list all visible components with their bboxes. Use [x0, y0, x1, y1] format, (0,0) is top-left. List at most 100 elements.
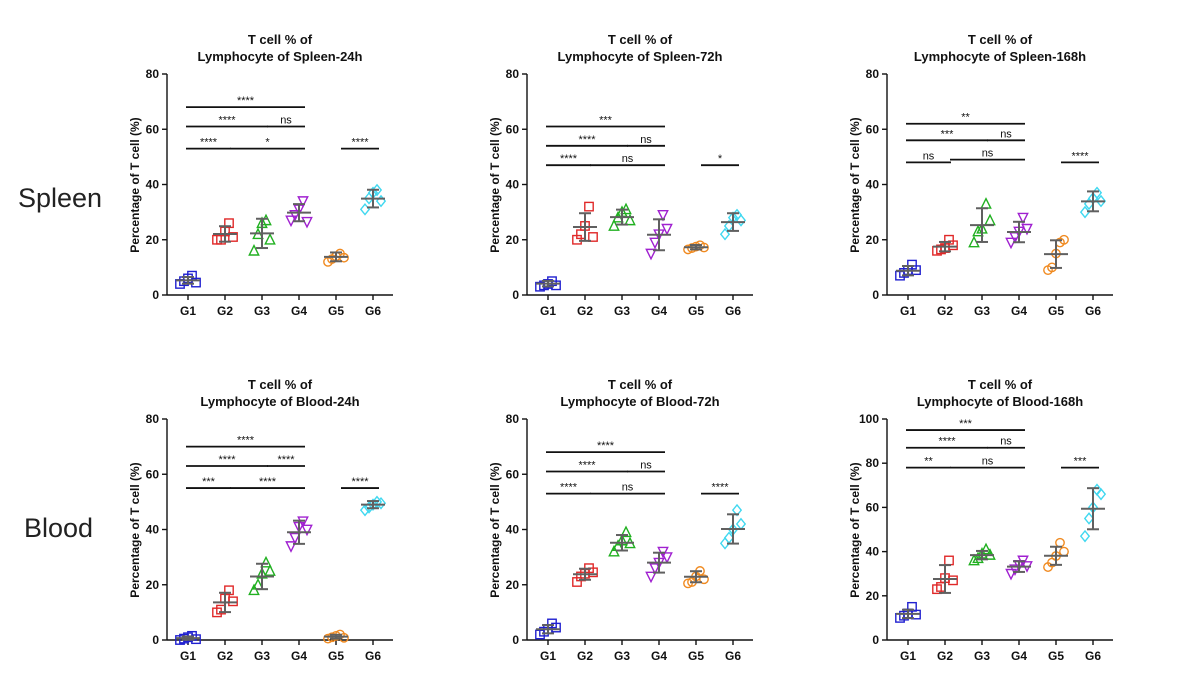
data-point — [224, 585, 234, 596]
significance-label: *** — [941, 128, 955, 140]
significance-label: **** — [237, 435, 255, 447]
x-tick-label: G1 — [900, 304, 916, 318]
data-point — [980, 542, 992, 555]
y-tick-label: 0 — [872, 633, 879, 647]
y-tick-label: 80 — [506, 67, 520, 81]
y-tick-label: 80 — [866, 456, 880, 470]
y-tick-label: 80 — [146, 67, 160, 81]
significance-label: ns — [1000, 436, 1012, 448]
y-tick-label: 20 — [866, 233, 880, 247]
data-point — [944, 555, 954, 566]
y-tick-label: 0 — [872, 288, 879, 302]
significance-label: **** — [200, 137, 218, 149]
x-tick-label: G1 — [180, 304, 196, 318]
x-tick-label: G6 — [1085, 304, 1101, 318]
data-point — [661, 223, 673, 236]
x-tick-label: G1 — [540, 649, 556, 663]
significance-label: ns — [280, 114, 292, 126]
x-tick-label: G5 — [1048, 304, 1064, 318]
y-tick-label: 40 — [506, 178, 520, 192]
data-point — [699, 574, 709, 585]
significance-label: **** — [218, 114, 236, 126]
data-point — [1005, 568, 1017, 581]
data-point — [297, 196, 309, 208]
data-point — [1095, 487, 1107, 501]
significance-label: **** — [351, 476, 369, 488]
data-point — [719, 227, 731, 241]
y-tick-label: 60 — [506, 122, 520, 136]
x-tick-label: G2 — [217, 304, 233, 318]
y-tick-label: 40 — [146, 523, 160, 537]
significance-label: **** — [237, 95, 255, 107]
data-point — [359, 203, 371, 216]
y-tick-label: 40 — [866, 178, 880, 192]
data-point — [371, 183, 383, 197]
y-tick-label: 60 — [146, 122, 160, 136]
significance-label: ns — [640, 134, 652, 146]
significance-label: * — [718, 153, 723, 165]
significance-label: **** — [711, 482, 729, 494]
data-point — [375, 194, 387, 208]
data-point — [1083, 512, 1095, 525]
data-point — [645, 248, 657, 261]
data-point — [363, 501, 375, 514]
x-tick-label: G1 — [180, 649, 196, 663]
significance-label: ns — [982, 148, 994, 160]
data-point — [1059, 546, 1069, 557]
significance-label: ns — [622, 153, 634, 165]
data-point — [1009, 564, 1021, 577]
significance-label: ** — [961, 112, 970, 124]
significance-label: * — [265, 137, 270, 149]
y-tick-label: 0 — [512, 633, 519, 647]
data-point — [1079, 529, 1091, 543]
significance-label: *** — [959, 418, 973, 430]
data-point — [301, 216, 313, 229]
data-point — [620, 525, 632, 538]
data-point — [588, 232, 598, 242]
data-point — [297, 516, 309, 528]
significance-label: ns — [1000, 128, 1012, 140]
significance-label: *** — [1074, 456, 1088, 468]
data-point — [285, 541, 297, 553]
data-point — [228, 232, 238, 242]
data-point — [661, 552, 673, 564]
data-point — [289, 209, 301, 222]
significance-label: **** — [560, 482, 578, 494]
y-tick-label: 40 — [506, 523, 520, 537]
x-tick-label: G1 — [540, 304, 556, 318]
significance-label: **** — [218, 454, 236, 466]
data-point — [948, 575, 958, 586]
data-point — [584, 201, 594, 212]
significance-label: ** — [924, 456, 933, 468]
significance-label: **** — [578, 459, 596, 471]
data-point — [228, 596, 238, 607]
data-point — [375, 496, 387, 510]
y-tick-label: 80 — [506, 412, 520, 426]
data-point — [264, 232, 276, 245]
significance-label: **** — [259, 476, 277, 488]
data-point — [551, 622, 561, 633]
y-tick-label: 0 — [152, 633, 159, 647]
x-tick-label: G3 — [254, 649, 270, 663]
x-tick-label: G4 — [1011, 649, 1027, 663]
y-tick-label: 20 — [866, 589, 880, 603]
y-tick-label: 20 — [146, 578, 160, 592]
significance-label: **** — [351, 137, 369, 149]
significance-label: **** — [1071, 150, 1089, 162]
x-tick-label: G5 — [328, 649, 344, 663]
data-point — [731, 503, 743, 517]
data-point — [1021, 223, 1033, 236]
y-tick-label: 60 — [866, 122, 880, 136]
